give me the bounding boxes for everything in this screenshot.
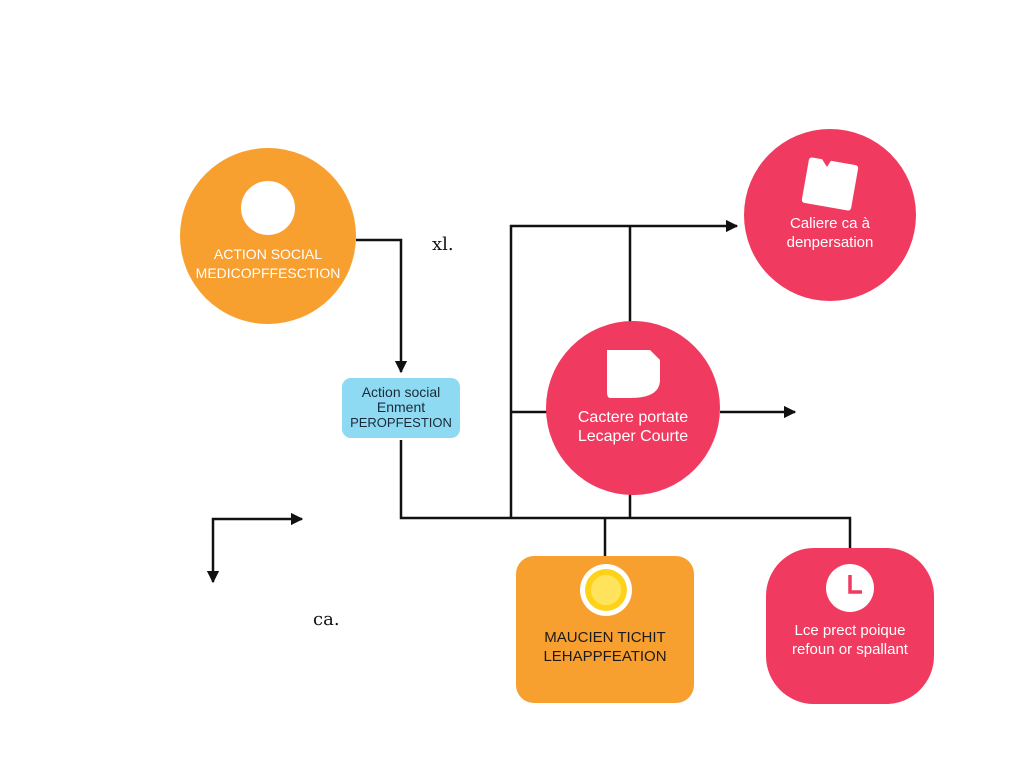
node-action-social-line2: MEDICOPFFESCTION [195, 265, 341, 281]
node-cactere-line1: Cactere portate [577, 409, 689, 426]
node-maucien[interactable] [516, 556, 694, 703]
document-icon [801, 157, 859, 211]
node-maucien-line2: LEHAPPFEATION [543, 648, 667, 665]
node-action-box-line1: Action social [361, 384, 441, 400]
circle-icon [241, 181, 295, 235]
node-lce-prect-label: Lce prect poique refoun or spallant [766, 621, 934, 659]
node-maucien-line1: MAUCIEN TICHIT [544, 629, 666, 646]
shield-icon [607, 350, 660, 398]
connector-loose-elbow [206, 512, 304, 584]
node-cactere-label: Cactere portate Lecaper Courte [558, 408, 708, 446]
node-action-box[interactable] [342, 378, 460, 438]
clock-icon [826, 564, 874, 612]
node-caliere[interactable] [744, 129, 916, 301]
node-caliere-line1: Caliere ca à [789, 215, 871, 232]
sun-icon [580, 564, 632, 616]
connector-bus-to-caliere [509, 219, 739, 518]
node-lce-prect-line2: refoun or spallant [792, 641, 908, 658]
node-cactere[interactable] [546, 321, 720, 495]
node-action-social-label: ACTION SOCIAL MEDICOPFFESCTION [188, 245, 348, 283]
connector-box-to-bus [399, 440, 852, 548]
connector-action-to-box [356, 238, 408, 374]
node-lce-prect-line1: Lce prect poique [794, 622, 906, 639]
node-action-social[interactable] [180, 148, 356, 324]
label-ca: ca. [313, 609, 340, 630]
node-lce-prect[interactable] [766, 548, 934, 704]
node-action-box-line2: Enment [376, 399, 426, 415]
node-cactere-line2: Lecaper Courte [577, 428, 689, 445]
node-action-box-label: Action social Enment PEROPFESTION [342, 384, 460, 431]
node-action-social-line1: ACTION SOCIAL [213, 246, 323, 262]
node-caliere-line2: denpersation [786, 234, 874, 251]
node-caliere-label: Caliere ca à denpersation [755, 214, 905, 252]
node-action-box-line3: PEROPFESTION [350, 415, 452, 430]
node-maucien-label: MAUCIEN TICHIT LEHAPPFEATION [516, 628, 694, 666]
label-xl: xl. [432, 234, 454, 255]
